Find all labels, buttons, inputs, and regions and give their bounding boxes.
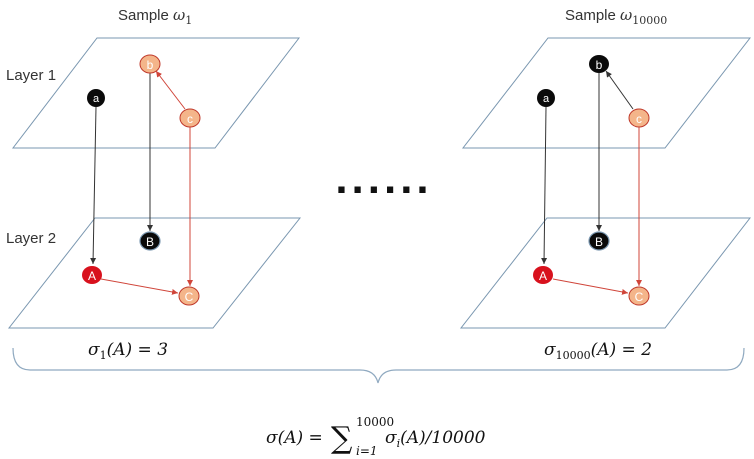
sum-symbol: ∑ — [331, 421, 353, 456]
left-sigma-label: σ1(A) = 3 — [88, 340, 168, 362]
right-sample-title: Sample ω10000 — [565, 6, 667, 27]
layer-2-plane — [7, 217, 302, 329]
formula: σ(A) = ∑ 10000 i=1 σi(A)/10000 — [266, 415, 486, 458]
node-label: B — [595, 235, 603, 249]
node-a: a — [87, 89, 105, 107]
left-sample: Sample ω1 Layer 1 Layer 2 a b c B — [6, 6, 302, 362]
node-c: c — [179, 108, 201, 128]
edge-A-C — [100, 278, 179, 295]
node-A: A — [82, 266, 102, 284]
node-B: B — [139, 231, 161, 251]
curly-brace — [12, 347, 745, 384]
layer-1-plane — [11, 37, 301, 149]
node-b: b — [589, 55, 609, 73]
formula-lhs: σ(A) = — [266, 428, 323, 448]
node-label: b — [147, 58, 154, 72]
edge-a-A — [90, 100, 100, 265]
formula-term: σi(A)/10000 — [385, 428, 486, 450]
node-label: c — [187, 112, 193, 126]
ellipsis: ...... — [335, 154, 432, 203]
layer-1-label: Layer 1 — [6, 67, 56, 84]
node-C: C — [178, 286, 200, 306]
node-label: C — [635, 290, 644, 304]
sum-lower-limit: i=1 — [356, 444, 378, 458]
right-sample: Sample ω10000 a b c B A C — [459, 6, 752, 362]
edge-a-A — [541, 100, 550, 265]
node-label: A — [88, 269, 96, 283]
left-sample-title: Sample ω1 — [118, 6, 192, 27]
node-B: B — [588, 231, 610, 251]
layer-2-plane — [459, 217, 752, 329]
sum-upper-limit: 10000 — [356, 415, 394, 429]
node-label: C — [185, 290, 194, 304]
edge-c-b — [605, 70, 634, 110]
node-C: C — [628, 286, 650, 306]
edge-A-C — [552, 278, 629, 295]
layer-2-label: Layer 2 — [6, 230, 56, 247]
layer-1-plane — [461, 37, 752, 149]
node-label: A — [539, 269, 547, 283]
node-a: a — [537, 89, 555, 107]
right-sigma-label: σ10000(A) = 2 — [544, 340, 652, 362]
node-b: b — [139, 54, 161, 74]
node-label: c — [636, 112, 642, 126]
node-A: A — [533, 266, 553, 284]
node-label: a — [543, 93, 550, 105]
node-c: c — [628, 108, 650, 128]
node-label: b — [596, 58, 603, 72]
node-label: B — [146, 235, 154, 249]
node-label: a — [93, 93, 100, 105]
edge-c-b — [155, 70, 186, 110]
